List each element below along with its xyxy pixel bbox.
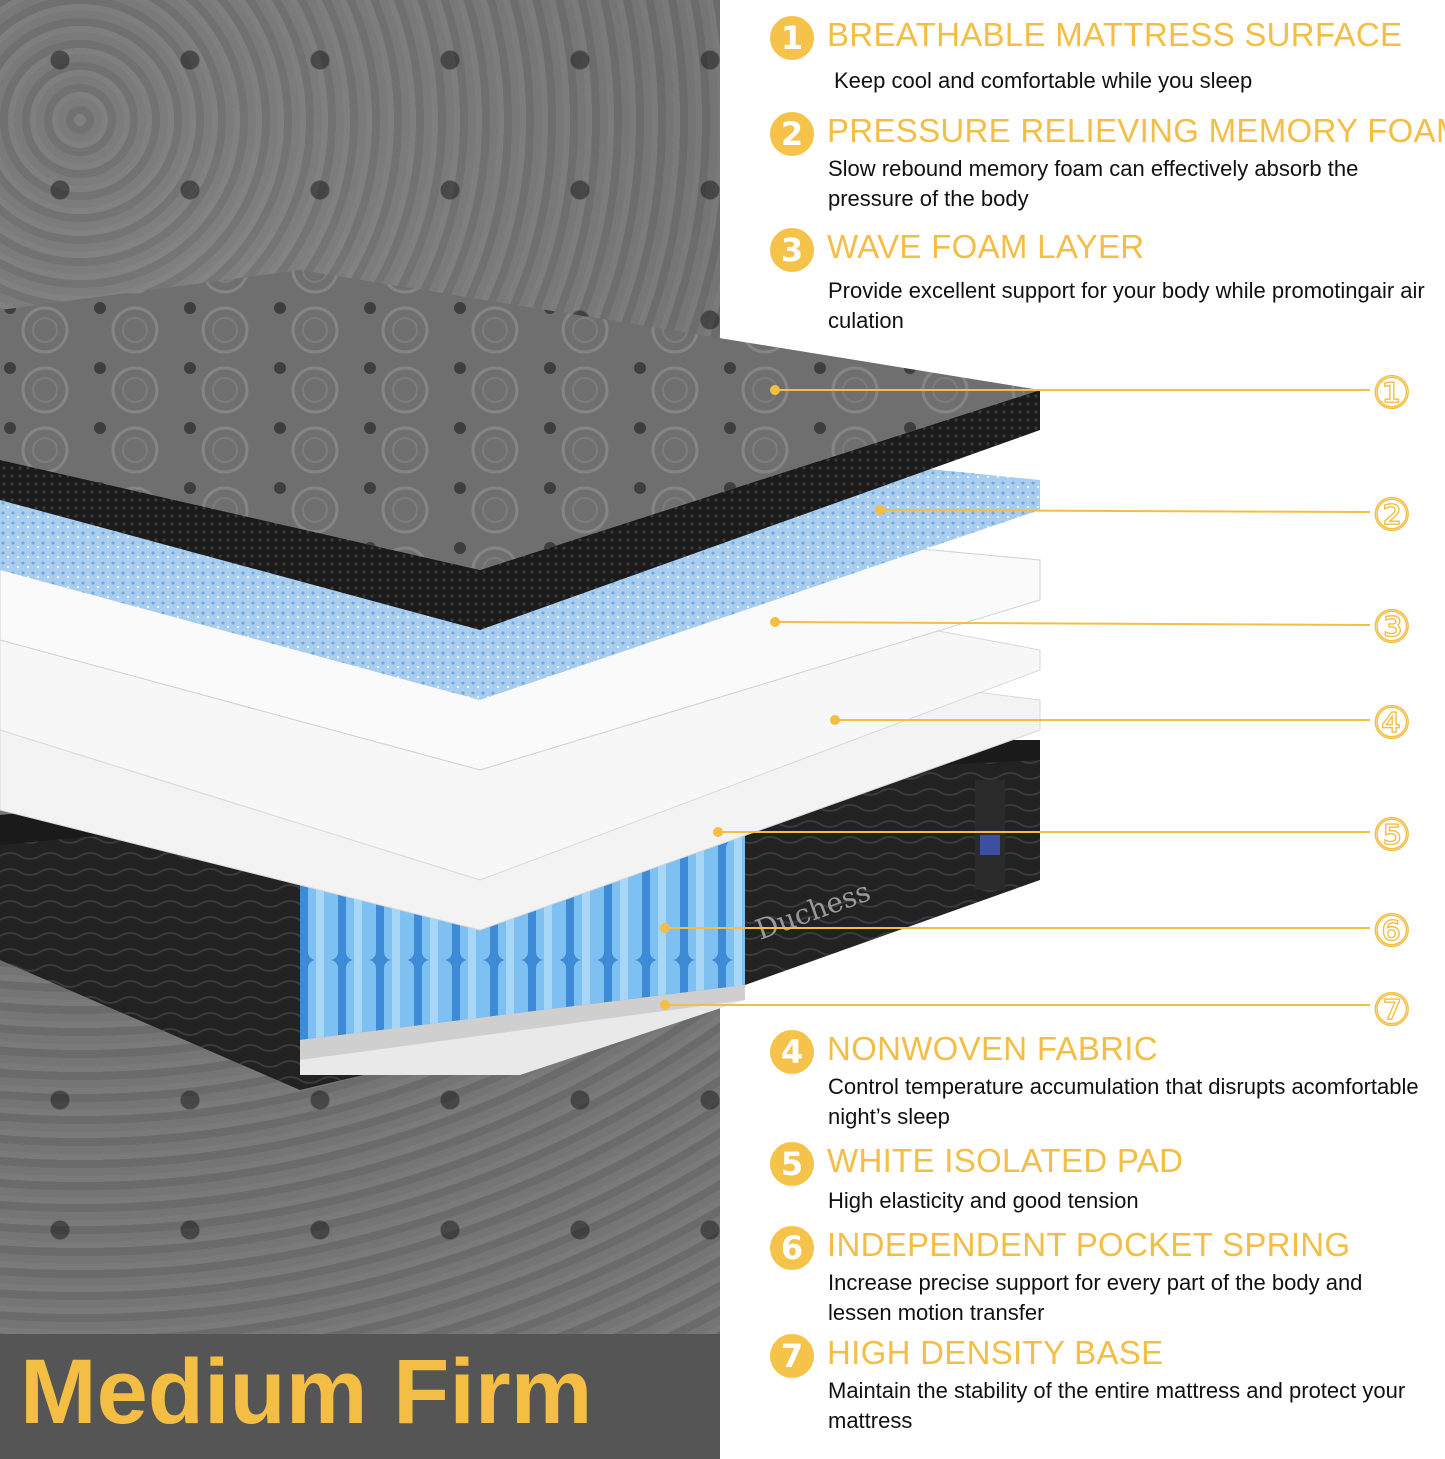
callout-5: ⑤ [1372,810,1411,861]
feature-number-badge: 7 [770,1334,814,1378]
callout-1: ① [1372,368,1411,419]
feature-title: NONWOVEN FABRIC [827,1030,1158,1067]
callout-lines [660,385,1371,1010]
feature-title: PRESSURE RELIEVING MEMORY FOAM [827,112,1445,149]
firmness-banner: Medium Firm [0,1334,720,1459]
callout-3: ③ [1372,602,1411,653]
feature-number-badge: 3 [770,228,814,272]
feature-number-badge: 2 [770,112,814,156]
firmness-label: Medium Firm [20,1341,593,1443]
feature-title: WAVE FOAM LAYER [827,228,1145,265]
callout-6: ⑥ [1372,906,1411,957]
feature-description: Increase precise support for every part … [828,1270,1363,1325]
callout-numbers: ① ② ③ ④ ⑤ ⑥ ⑦ [1371,367,1412,1036]
feature-description: Control temperature accumulation that di… [828,1074,1419,1129]
feature-title: WHITE ISOLATED PAD [827,1142,1184,1179]
callout-2: ② [1372,490,1411,541]
callout-4: ④ [1372,698,1411,749]
feature-title: HIGH DENSITY BASE [827,1334,1164,1371]
feature-description: Slow rebound memory foam can effectively… [828,156,1359,211]
feature-description: Provide excellent support for your body … [828,278,1425,333]
feature-description: Keep cool and comfortable while you slee… [834,68,1253,93]
feature-number-badge: 6 [770,1226,814,1270]
breathable-top-layer [0,270,1040,630]
feature-number-badge: 5 [770,1142,814,1186]
feature-number-badge: 4 [770,1030,814,1074]
feature-description: Maintain the stability of the entire mat… [828,1378,1406,1433]
feature-title: INDEPENDENT POCKET SPRING [827,1226,1351,1263]
callout-7: ⑦ [1372,985,1411,1036]
feature-title: BREATHABLE MATTRESS SURFACE [827,16,1403,53]
feature-description: High elasticity and good tension [828,1188,1139,1213]
feature-number-badge: 1 [770,16,814,60]
